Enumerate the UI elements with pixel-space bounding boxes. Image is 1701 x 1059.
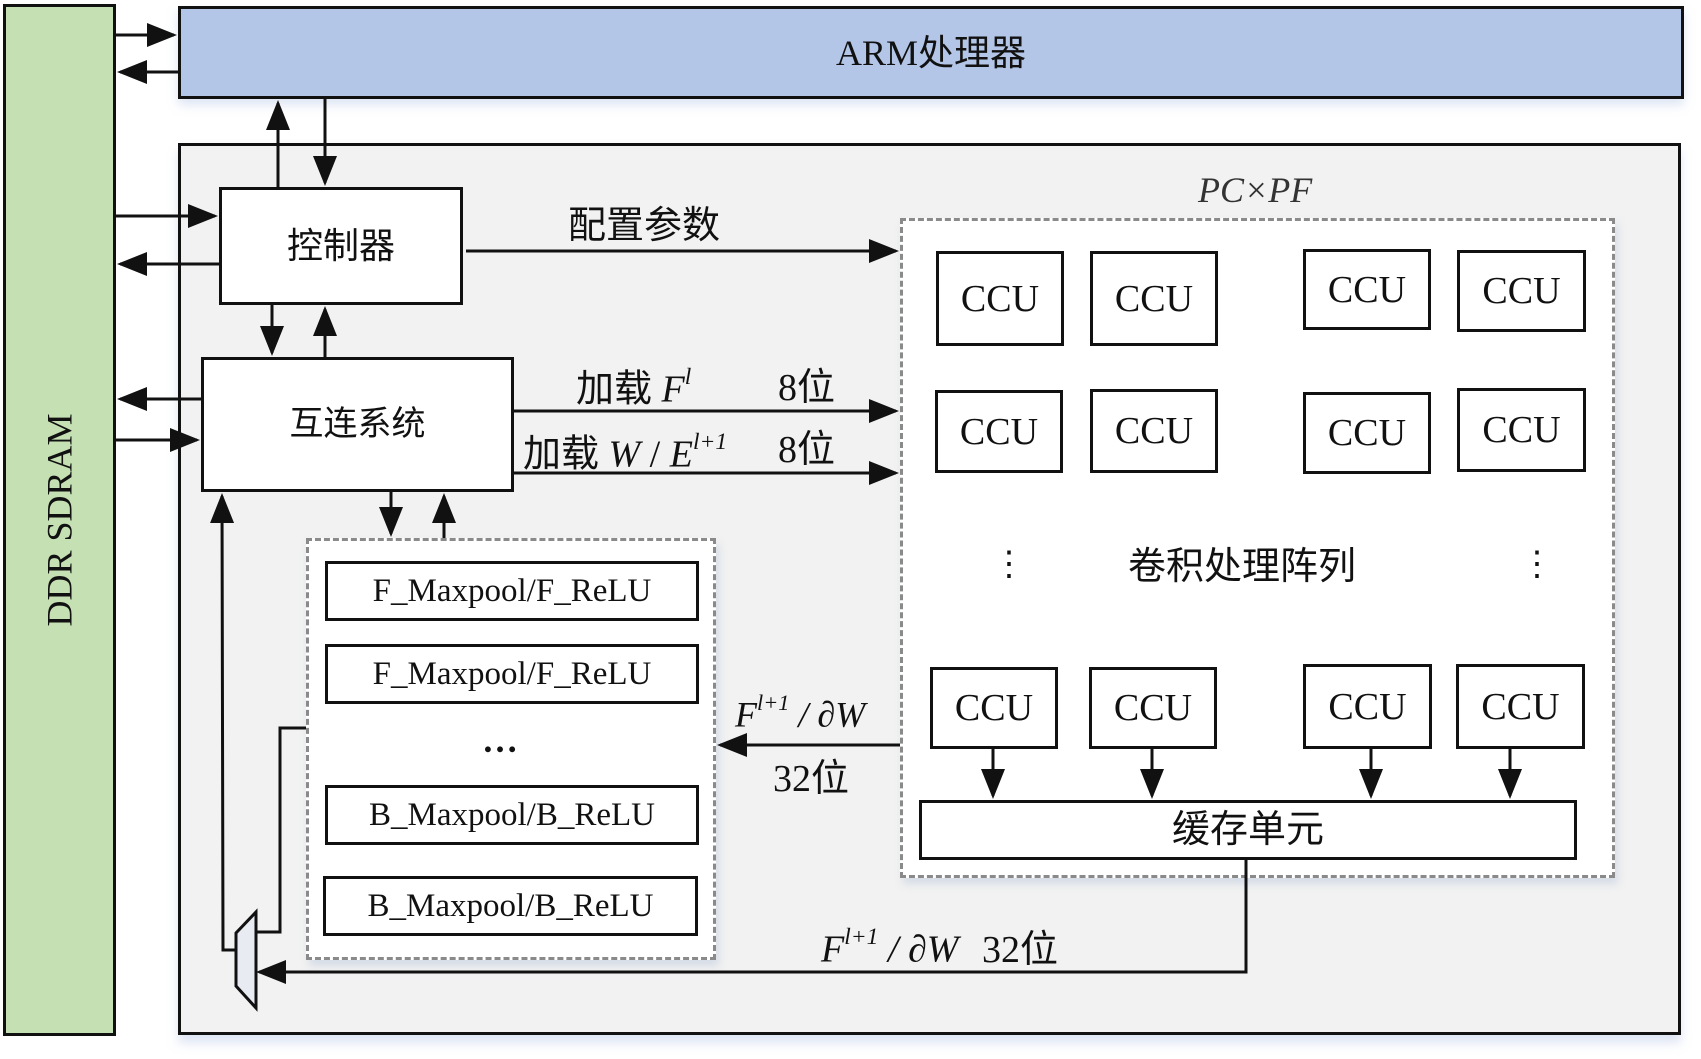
pool-unit: F_Maxpool/F_ReLU bbox=[325, 644, 699, 704]
var-w: W bbox=[608, 433, 641, 476]
sup-l-plus-1: l+1 bbox=[844, 924, 879, 950]
pool-unit: B_Maxpool/B_ReLU bbox=[325, 785, 699, 845]
var-f: F bbox=[821, 928, 845, 971]
conv-array-title: 卷积处理阵列 bbox=[1128, 546, 1357, 588]
ccu-unit: CCU bbox=[1456, 664, 1585, 749]
arm-processor-block: ARM处理器 bbox=[178, 6, 1684, 99]
load-w-e-bits: 8位 bbox=[778, 429, 836, 471]
ccu-unit: CCU bbox=[1303, 392, 1431, 474]
interconnect-label: 互连系统 bbox=[289, 405, 426, 443]
ddr-sdram-block: DDR SDRAM bbox=[3, 4, 116, 1036]
sup-l: l bbox=[684, 364, 692, 390]
dw-label: / ∂W bbox=[878, 928, 959, 971]
array-dims-label: PC×PF bbox=[1198, 170, 1313, 210]
arrow-mux-to-interconnect bbox=[210, 493, 236, 952]
ccu-label: CCU bbox=[1482, 270, 1561, 312]
pool-unit-label: B_Maxpool/B_ReLU bbox=[369, 796, 655, 833]
ccu-unit: CCU bbox=[935, 390, 1063, 473]
ccu-unit: CCU bbox=[1090, 389, 1218, 473]
arm-processor-label: ARM处理器 bbox=[835, 32, 1027, 73]
ccu-unit: CCU bbox=[1090, 251, 1218, 346]
ccu-unit: CCU bbox=[1089, 667, 1217, 749]
ccu-label: CCU bbox=[1114, 277, 1194, 320]
pool-ellipsis: … bbox=[482, 720, 518, 760]
ccu-label: CCU bbox=[1327, 268, 1407, 311]
var-f: F bbox=[735, 694, 757, 735]
dw-label: / ∂W bbox=[789, 694, 866, 735]
pool-unit: B_Maxpool/B_ReLU bbox=[323, 876, 698, 936]
ccu-label: CCU bbox=[1481, 685, 1560, 728]
ccu-unit: CCU bbox=[1303, 249, 1431, 330]
pool-unit-label: B_Maxpool/B_ReLU bbox=[367, 887, 654, 924]
feedback-mid-label: Fl+1 / ∂W bbox=[735, 690, 866, 735]
pool-unit-label: F_Maxpool/F_ReLU bbox=[372, 572, 652, 609]
ccu-unit: CCU bbox=[1457, 388, 1586, 472]
sup-l-plus-1: l+1 bbox=[692, 429, 728, 455]
ccu-label: CCU bbox=[960, 277, 1040, 320]
load-prefix: 加载 bbox=[523, 433, 600, 476]
separator: / bbox=[640, 433, 670, 476]
ccu-label: CCU bbox=[954, 687, 1034, 729]
cache-unit-label: 缓存单元 bbox=[1171, 809, 1324, 851]
ccu-label: CCU bbox=[1113, 687, 1193, 729]
ccu-label: CCU bbox=[1327, 412, 1407, 454]
var-f: F bbox=[661, 368, 685, 411]
ccu-unit: CCU bbox=[936, 251, 1064, 346]
vertical-ellipsis-left: ⋮ bbox=[992, 546, 1026, 583]
var-e: E bbox=[669, 433, 693, 476]
feedback-bottom-label: Fl+1 / ∂W 32位 bbox=[821, 924, 1058, 971]
controller-block: 控制器 bbox=[219, 187, 463, 305]
cache-unit-block: 缓存单元 bbox=[919, 800, 1577, 860]
ccu-unit: CCU bbox=[1457, 250, 1586, 332]
interconnect-block: 互连系统 bbox=[201, 357, 514, 492]
ccu-unit: CCU bbox=[1303, 664, 1432, 749]
ccu-unit: CCU bbox=[930, 667, 1058, 749]
vertical-ellipsis-right: ⋮ bbox=[1520, 546, 1554, 583]
load-prefix: 加载 bbox=[576, 368, 653, 411]
pool-unit-label: F_Maxpool/F_ReLU bbox=[372, 655, 652, 692]
sup-l-plus-1: l+1 bbox=[757, 690, 790, 715]
feedback-mid-bits: 32位 bbox=[773, 758, 850, 800]
load-w-e-label: 加载 W / El+1 bbox=[523, 429, 728, 476]
ccu-label: CCU bbox=[959, 410, 1039, 453]
pool-unit: F_Maxpool/F_ReLU bbox=[325, 561, 699, 621]
controller-label: 控制器 bbox=[286, 226, 395, 266]
ccu-label: CCU bbox=[1482, 409, 1561, 451]
ccu-label: CCU bbox=[1114, 410, 1194, 452]
multiplexer-icon bbox=[234, 908, 258, 1012]
load-f-bits: 8位 bbox=[778, 367, 836, 409]
arrow-cache-to-mux bbox=[256, 860, 1248, 984]
load-f-label: 加载 Fl bbox=[576, 364, 692, 411]
feedback-bottom-bits: 32位 bbox=[981, 928, 1058, 971]
ccu-label: CCU bbox=[1328, 685, 1407, 728]
wire-pool-to-mux bbox=[256, 726, 306, 934]
config-params-label: 配置参数 bbox=[568, 205, 721, 247]
